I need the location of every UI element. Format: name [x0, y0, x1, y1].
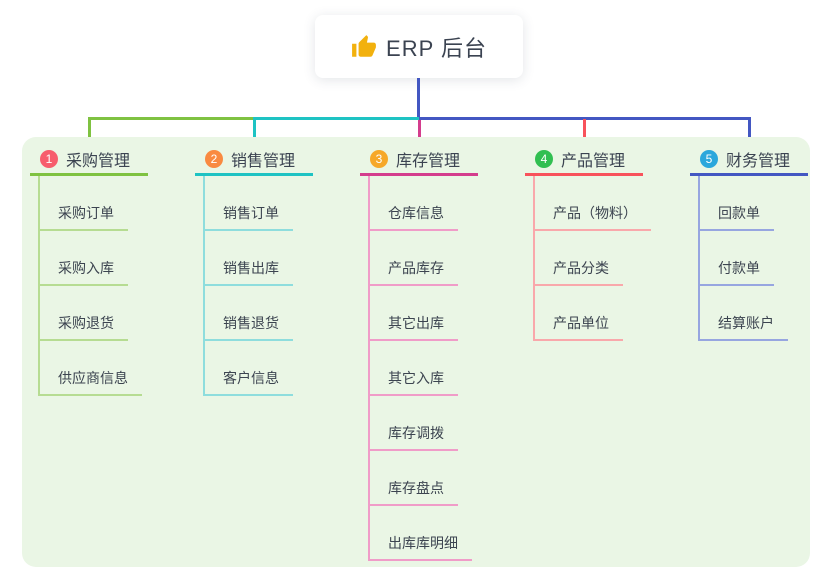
child-node-stock-detail[interactable]: 出库库明细 — [369, 533, 472, 561]
child-node-other-inbound[interactable]: 其它入库 — [369, 368, 458, 396]
branch-trunk-line — [533, 176, 535, 341]
bus-line-segment-teal — [253, 117, 419, 120]
child-node-sales-outbound[interactable]: 销售出库 — [204, 258, 293, 286]
branch-title-label: 库存管理 — [396, 153, 461, 170]
branch-children: 产品（物料） 产品分类 产品单位 — [534, 176, 651, 341]
child-node-supplier-info[interactable]: 供应商信息 — [39, 368, 142, 396]
branch-inventory-management: 3 库存管理 仓库信息 产品库存 其它出库 其它入库 库存调拨 库存盘点 出库库… — [360, 145, 520, 561]
branch-product-management: 4 产品管理 产品（物料） 产品分类 产品单位 — [525, 145, 685, 341]
branch-node-finance[interactable]: 5 财务管理 — [690, 145, 808, 176]
drop-line-finance — [748, 117, 751, 148]
branch-trunk-line — [698, 176, 700, 341]
branch-number-badge: 3 — [370, 150, 388, 168]
branches-panel — [22, 137, 810, 567]
child-node-receipt-bill[interactable]: 回款单 — [699, 203, 774, 231]
child-node-product-unit[interactable]: 产品单位 — [534, 313, 623, 341]
child-node-sales-return[interactable]: 销售退货 — [204, 313, 293, 341]
child-node-other-outbound[interactable]: 其它出库 — [369, 313, 458, 341]
branch-children: 回款单 付款单 结算账户 — [699, 176, 788, 341]
child-node-stock-count[interactable]: 库存盘点 — [369, 478, 458, 506]
branch-trunk-line — [368, 176, 370, 561]
root-node-label: ERP 后台 — [386, 35, 487, 61]
branch-node-product[interactable]: 4 产品管理 — [525, 145, 643, 176]
child-node-purchase-order[interactable]: 采购订单 — [39, 203, 128, 231]
child-node-stock-transfer[interactable]: 库存调拨 — [369, 423, 458, 451]
drop-line-product — [583, 119, 586, 148]
branch-children: 仓库信息 产品库存 其它出库 其它入库 库存调拨 库存盘点 出库库明细 — [369, 176, 472, 561]
branch-title-label: 销售管理 — [231, 153, 296, 170]
bus-line-segment-green — [88, 117, 253, 120]
branch-children: 采购订单 采购入库 采购退货 供应商信息 — [39, 176, 142, 396]
branch-title-label: 产品管理 — [561, 153, 626, 170]
branch-node-inventory[interactable]: 3 库存管理 — [360, 145, 478, 176]
branch-number-badge: 5 — [700, 150, 718, 168]
child-node-product-material[interactable]: 产品（物料） — [534, 203, 651, 231]
bus-line-segment-indigo — [419, 117, 751, 120]
branch-purchase-management: 1 采购管理 采购订单 采购入库 采购退货 供应商信息 — [30, 145, 190, 396]
drop-line-inventory — [418, 120, 421, 148]
branch-finance-management: 5 财务管理 回款单 付款单 结算账户 — [690, 145, 839, 341]
branch-number-badge: 1 — [40, 150, 58, 168]
child-node-warehouse-info[interactable]: 仓库信息 — [369, 203, 458, 231]
branch-node-purchase[interactable]: 1 采购管理 — [30, 145, 148, 176]
branch-number-badge: 2 — [205, 150, 223, 168]
root-connector-line — [417, 78, 420, 119]
root-node-erp-backend[interactable]: ERP 后台 — [315, 15, 523, 78]
child-node-sales-order[interactable]: 销售订单 — [204, 203, 293, 231]
thumbs-up-icon — [352, 34, 376, 57]
drop-line-purchase — [88, 117, 91, 148]
branch-title-label: 采购管理 — [66, 153, 131, 170]
child-node-purchase-return[interactable]: 采购退货 — [39, 313, 128, 341]
branch-title-label: 财务管理 — [726, 153, 791, 170]
child-node-payment-bill[interactable]: 付款单 — [699, 258, 774, 286]
branch-sales-management: 2 销售管理 销售订单 销售出库 销售退货 客户信息 — [195, 145, 355, 396]
branch-trunk-line — [38, 176, 40, 396]
branch-number-badge: 4 — [535, 150, 553, 168]
drop-line-sales — [253, 119, 256, 148]
child-node-product-stock[interactable]: 产品库存 — [369, 258, 458, 286]
branch-children: 销售订单 销售出库 销售退货 客户信息 — [204, 176, 293, 396]
child-node-customer-info[interactable]: 客户信息 — [204, 368, 293, 396]
branch-trunk-line — [203, 176, 205, 396]
child-node-product-category[interactable]: 产品分类 — [534, 258, 623, 286]
child-node-purchase-inbound[interactable]: 采购入库 — [39, 258, 128, 286]
child-node-settlement-account[interactable]: 结算账户 — [699, 313, 788, 341]
branch-node-sales[interactable]: 2 销售管理 — [195, 145, 313, 176]
